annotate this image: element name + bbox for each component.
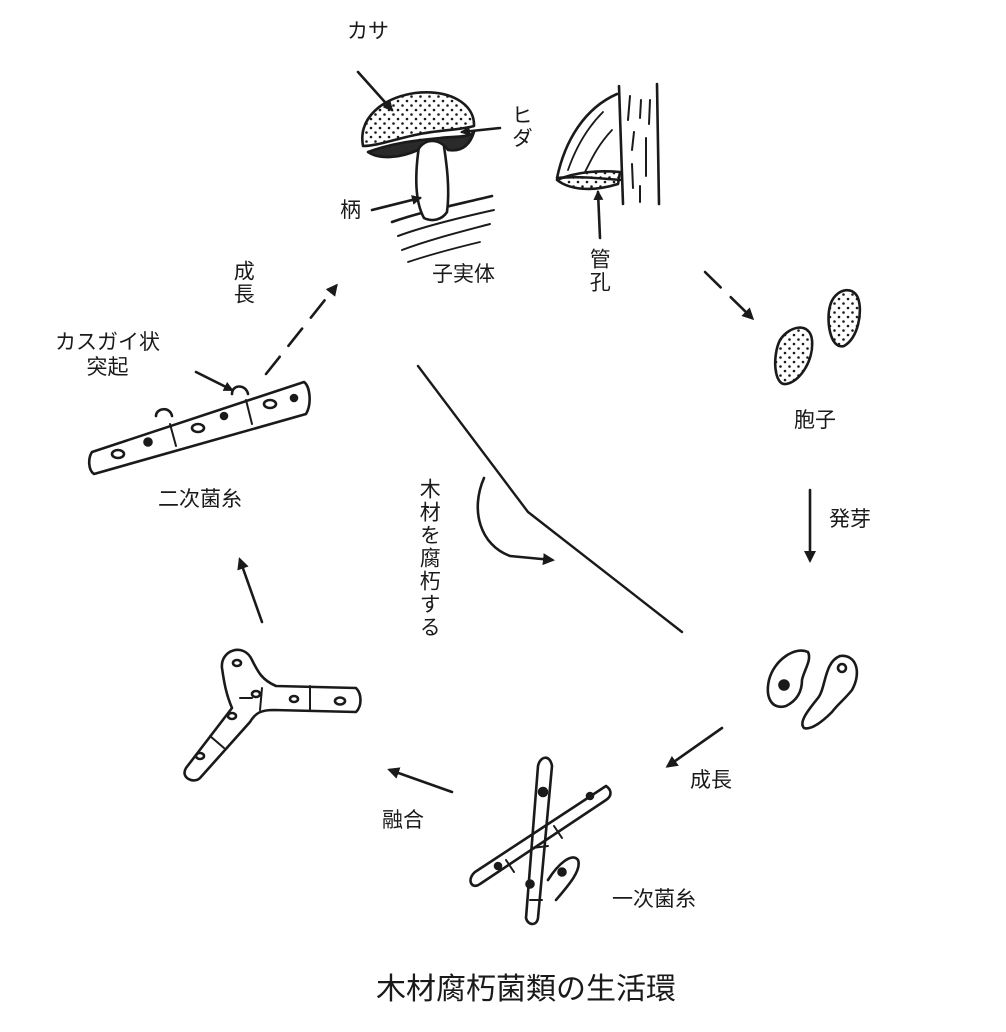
germinating-spores <box>766 649 859 730</box>
bracket-tubes <box>555 169 622 191</box>
bracket-fungus-on-wood <box>555 82 661 206</box>
arrow-fusion <box>387 767 454 794</box>
spores <box>773 288 862 386</box>
arrow-up-left <box>237 557 264 624</box>
mushroom-stem <box>415 138 450 222</box>
hida-pointer <box>460 126 502 137</box>
diagram-title: 木材腐朽菌類の生活環 <box>376 972 676 1007</box>
mushroom-gills <box>366 130 476 159</box>
kasugai-pointer <box>194 370 234 392</box>
label-seichou-right: 成長 <box>690 768 732 792</box>
label-fukyuu: 木材を腐朽する <box>417 478 442 639</box>
arrow-growth-right <box>665 726 724 768</box>
label-hatsuga: 発芽 <box>829 507 871 531</box>
label-niji-kinshi: 二次菌糸 <box>158 487 242 511</box>
label-houshi: 胞子 <box>794 408 836 432</box>
label-kasa: カサ <box>347 19 389 43</box>
gara-pointer <box>370 195 422 212</box>
mushroom-fruiting-body <box>361 91 495 263</box>
decay-line <box>416 364 684 634</box>
label-hida: ヒダ <box>509 104 534 150</box>
decay-curved-arrow <box>476 476 555 566</box>
bracket-cap <box>555 92 622 182</box>
label-ichiji-kinshi: 一次菌糸 <box>612 887 696 911</box>
primary-hyphae <box>469 756 612 926</box>
label-seichou-left: 成長 <box>231 260 256 306</box>
kasa-pointer <box>356 70 394 112</box>
label-shijitsutai: 子実体 <box>432 262 495 286</box>
label-gara: 柄 <box>340 198 361 222</box>
fusing-hyphae <box>183 648 362 782</box>
label-kankou: 管孔 <box>587 248 612 294</box>
arrow-to-spores <box>703 270 755 321</box>
label-kasugai: カスガイ状 突起 <box>55 330 160 380</box>
arrow-growth-left <box>264 283 338 376</box>
label-yuugou: 融合 <box>382 808 424 832</box>
secondary-hyphae <box>87 380 311 476</box>
kankou-pointer <box>593 190 604 240</box>
